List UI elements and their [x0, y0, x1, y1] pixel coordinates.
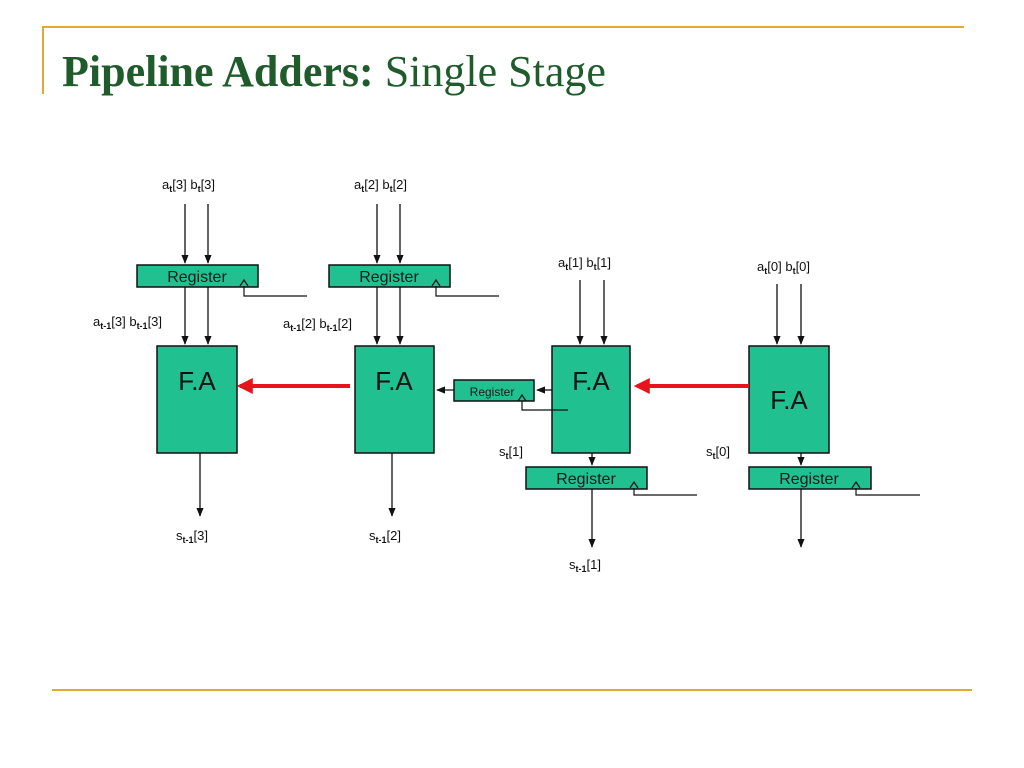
page-title: Pipeline Adders: Single Stage	[62, 46, 606, 97]
register-label: Register	[359, 269, 419, 286]
register-carry: Register	[453, 379, 568, 411]
clock-icon	[629, 480, 639, 489]
output-labels: st-1[3] st-1[2] st-1[1]	[176, 528, 601, 574]
title-regular: Single Stage	[384, 47, 606, 96]
input-wires	[181, 204, 805, 345]
register-sum-1: Register	[525, 466, 697, 496]
register-label: Register	[167, 269, 227, 286]
input-label-1: at[1] bt[1]	[558, 255, 611, 272]
top-rule	[42, 26, 964, 28]
input-label-2: at[2] bt[2]	[354, 177, 407, 194]
register-label: Register	[779, 471, 839, 488]
registered-label-2: at-1[2] bt-1[2]	[283, 316, 352, 333]
fa-block-1: F.A	[551, 345, 631, 454]
clock-wire	[521, 401, 568, 411]
input-label-3: at[3] bt[3]	[162, 177, 215, 194]
fa-block-3: F.A	[156, 345, 238, 454]
fa-block-2: F.A	[354, 345, 435, 454]
clock-wire	[243, 286, 307, 297]
stage-sum-label-0: st[0]	[706, 444, 730, 461]
register-label: Register	[556, 471, 616, 488]
title-bold: Pipeline Adders:	[62, 47, 374, 96]
fa-label-0: F.A	[770, 385, 808, 415]
registered-input-labels: at-1[3] bt-1[3] at-1[2] bt-1[2]	[93, 314, 352, 333]
output-wires	[196, 453, 805, 548]
output-label-1: st-1[1]	[569, 557, 601, 574]
register-label: Register	[470, 385, 515, 399]
stage-sum-labels: st[1] st[0]	[499, 444, 730, 461]
bottom-rule	[52, 689, 972, 691]
output-label-3: st-1[3]	[176, 528, 208, 545]
registered-label-3: at-1[3] bt-1[3]	[93, 314, 162, 331]
stage-sum-label-1: st[1]	[499, 444, 523, 461]
clock-wire	[435, 286, 499, 297]
clock-icon	[239, 278, 249, 287]
input-labels: at[3] bt[3] at[2] bt[2] at[1] bt[1] at[0…	[162, 177, 810, 276]
input-label-0: at[0] bt[0]	[757, 259, 810, 276]
clock-icon	[851, 480, 861, 489]
fa-label-2: F.A	[375, 366, 413, 396]
clock-icon	[517, 393, 527, 402]
fa-label-1: F.A	[572, 366, 610, 396]
output-label-2: st-1[2]	[369, 528, 401, 545]
left-rule	[42, 26, 44, 94]
register-sum-0: Register	[748, 466, 920, 496]
fa-label-3: F.A	[178, 366, 216, 396]
register-input-3: Register	[136, 264, 307, 297]
clock-wire	[633, 488, 697, 496]
register-input-2: Register	[328, 264, 499, 297]
clock-wire	[855, 488, 920, 496]
clock-icon	[431, 278, 441, 287]
fa-block-0: F.A	[748, 345, 830, 454]
